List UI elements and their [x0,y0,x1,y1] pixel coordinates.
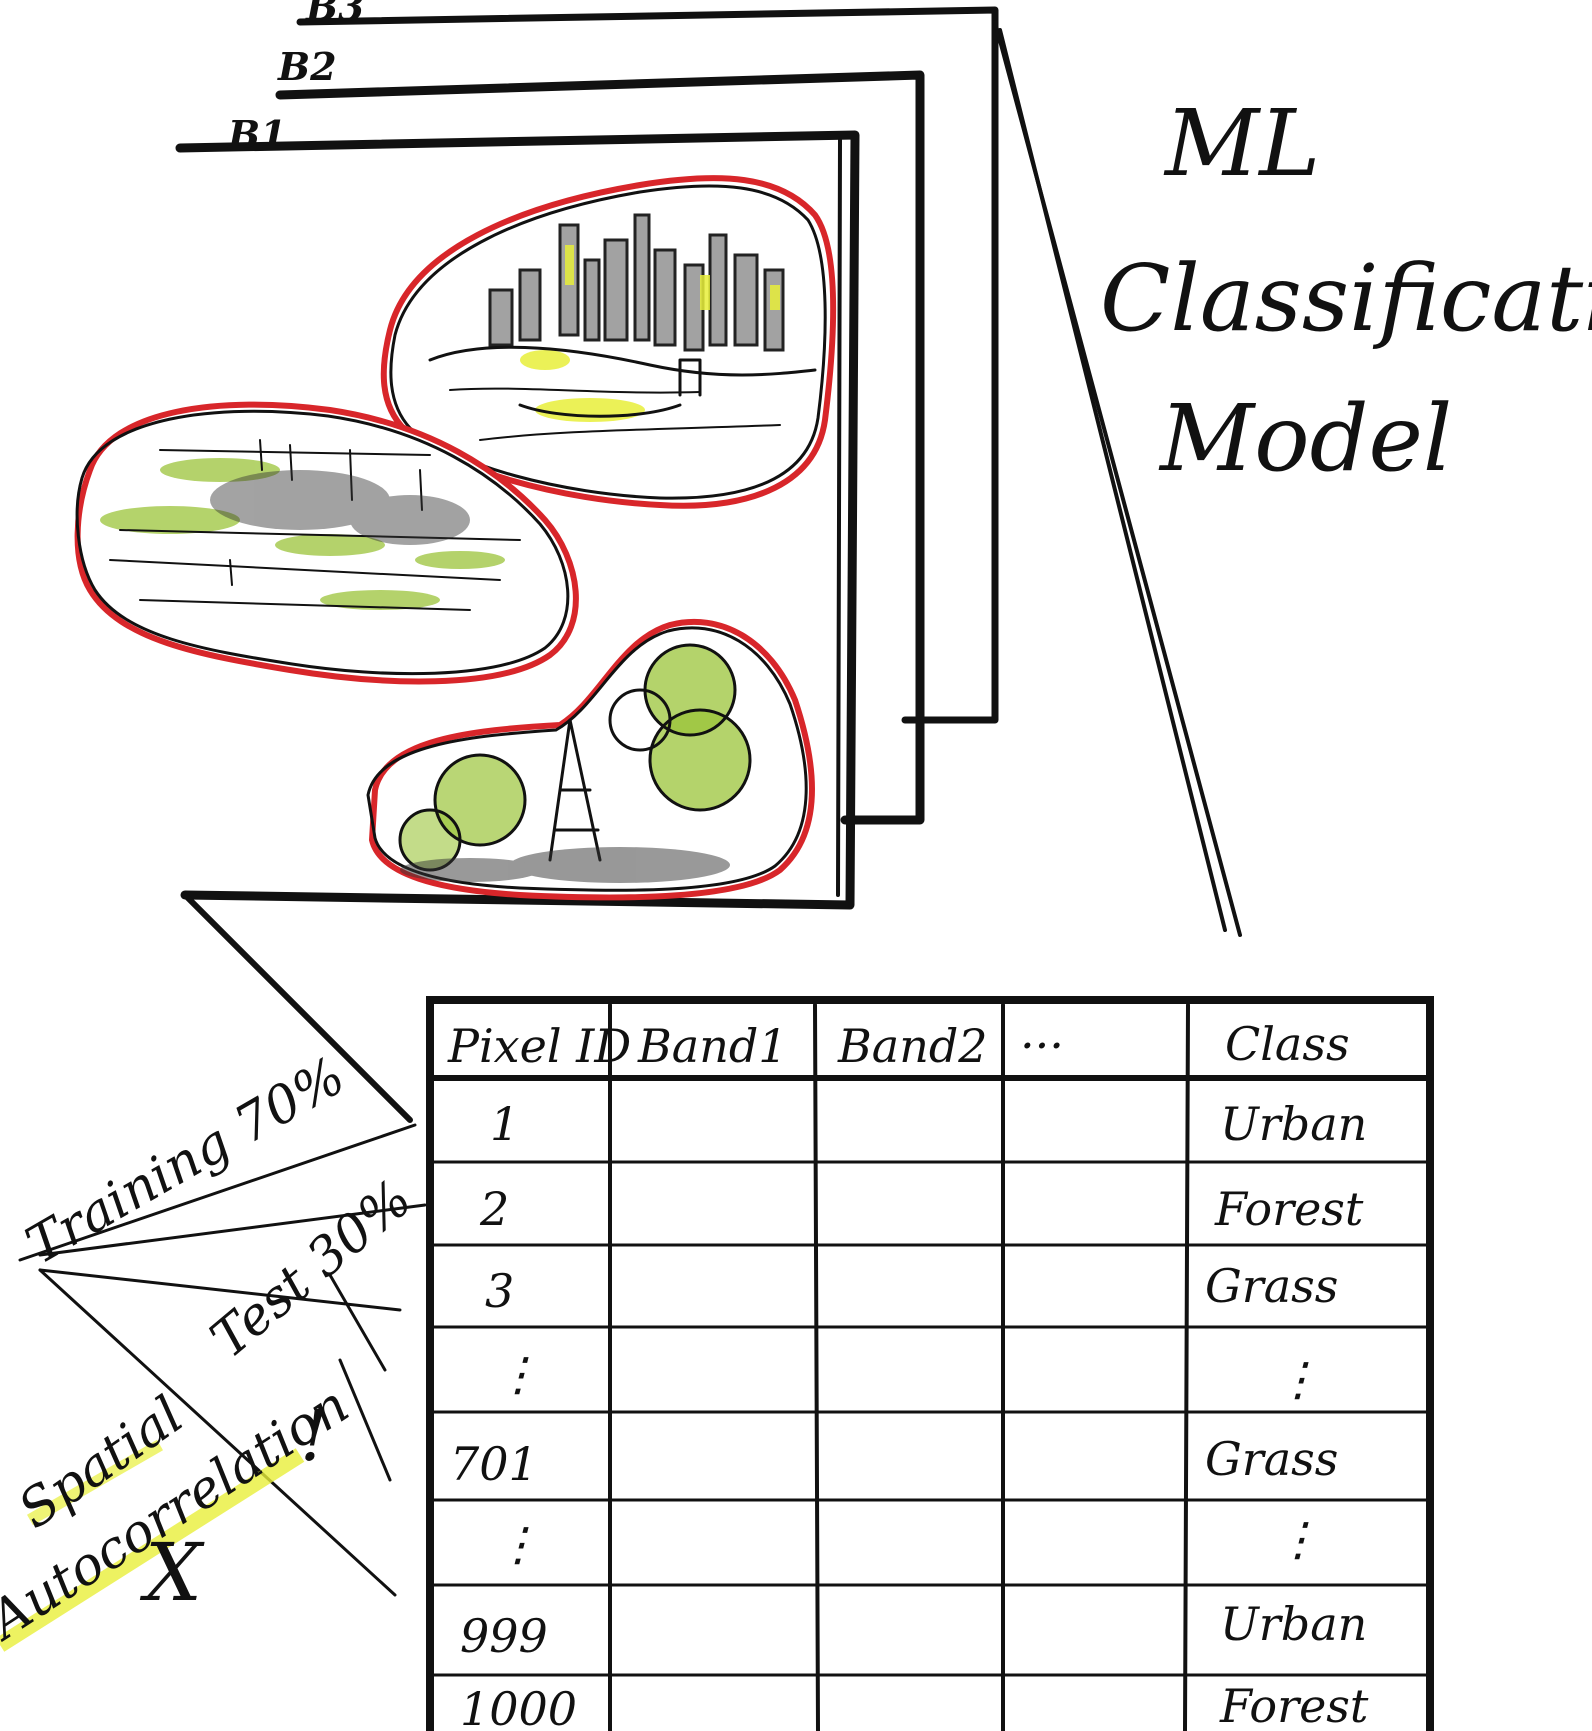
band-layer-b3: B3 [296,0,999,724]
tree-canopies [398,643,752,872]
band-layer-b2: B2 [275,44,925,825]
band-layer-b1: B1 [175,112,860,910]
cell-pixel-id: ⋮ [495,1517,541,1571]
cell-pixel-id: ⋮ [495,1347,541,1401]
city-highlights [520,245,780,422]
band-label-b2: B2 [277,44,337,89]
test-split-label: Test 30% [200,1169,423,1370]
grass-fill [100,458,505,610]
cell-class: Urban [1220,1597,1367,1651]
cell-class: ⋮ [1275,1512,1321,1566]
cell-pixel-id: 1 [490,1097,519,1151]
cell-class: Grass [1205,1259,1338,1313]
cell-pixel-id: 701 [450,1437,538,1491]
table-row: ⋮ ⋮ [495,1347,1321,1406]
table-row: 1000 Forest [460,1679,1369,1731]
grass-region-blob [74,401,579,685]
grass-texture [109,439,521,611]
title-line-2: Classification [1100,245,1592,352]
title-block: ML Classification Model [1100,90,1592,492]
split-lines [18,1123,427,1597]
table-row: 1 Urban [490,1097,1367,1151]
cross-mark-icon: X [139,1526,205,1619]
cell-pixel-id: 2 [479,1182,509,1236]
table-header-band2: Band2 [837,1019,988,1073]
cell-pixel-id: 3 [485,1264,514,1318]
table-row: 2 Forest [479,1182,1364,1236]
band-stack: B3 B2 B1 [175,0,999,910]
cell-pixel-id: 1000 [460,1682,577,1731]
cell-class: Grass [1205,1432,1338,1486]
table-row: 3 Grass [485,1259,1338,1318]
table-header-band1: Band1 [637,1019,788,1073]
forest-region-blob [366,618,815,901]
table-row: ⋮ ⋮ [495,1512,1321,1571]
band-label-b3: B3 [305,0,365,29]
pixel-table: Pixel ID Band1 Band2 ... Class 1 Urban 2… [426,996,1434,1731]
cell-class: Urban [1220,1097,1367,1151]
exclamation-mark: ! [300,1395,328,1477]
table-row: 999 Urban [460,1597,1367,1663]
title-line-3: Model [1158,385,1452,492]
city-skyline-sketch [488,213,785,352]
cell-class: ⋮ [1275,1352,1321,1406]
band-label-b1: B1 [227,112,287,157]
cell-class: Forest [1214,1182,1364,1236]
table-row: 701 Grass [450,1432,1338,1491]
cell-class: Forest [1219,1679,1369,1731]
title-line-1: ML [1163,90,1320,197]
perspective-lines [993,20,1242,937]
table-header-class: Class [1225,1017,1350,1071]
table-header-ellipsis: ... [1020,1005,1064,1059]
table-header-pixel-id: Pixel ID [447,1019,631,1073]
cell-pixel-id: 999 [460,1609,548,1663]
